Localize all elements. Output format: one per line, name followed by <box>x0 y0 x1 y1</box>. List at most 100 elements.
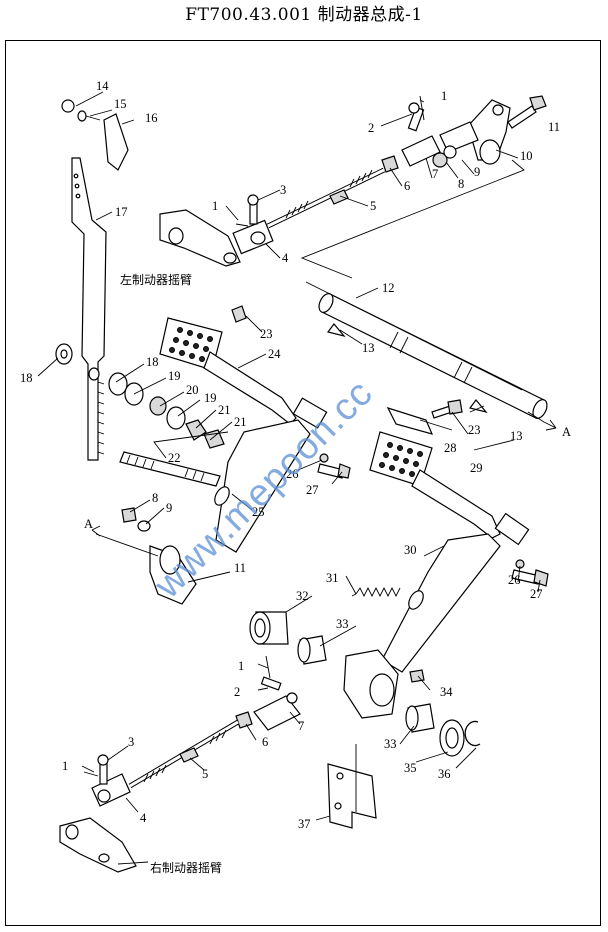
watermark: www.mepoon.cc <box>146 372 381 607</box>
callout-9-a: 9 <box>474 165 480 179</box>
callout-labels: 14 15 16 17 1 2 11 10 9 8 7 6 5 3 1 4 左制… <box>20 79 571 875</box>
clevis-7-bottom <box>253 692 301 731</box>
brake-yoke-10 <box>439 99 511 165</box>
hand-brake-lever-17 <box>71 157 107 461</box>
arrow-a-left <box>91 525 101 537</box>
cross-shaft-12 <box>318 293 548 419</box>
callout-11-b: 11 <box>234 561 246 575</box>
nut-8-washer-9-left <box>121 507 151 532</box>
leader-lines <box>37 91 545 865</box>
callout-8-b: 8 <box>152 491 158 505</box>
callout-7-a: 7 <box>432 167 438 181</box>
callout-19-a: 19 <box>168 369 181 383</box>
arrow-a-right <box>543 419 557 431</box>
clevis-7-top <box>401 135 441 167</box>
pin-3-bottom <box>83 754 109 785</box>
callout-21-b: 21 <box>234 415 247 429</box>
callout-33-b: 33 <box>384 737 397 751</box>
callout-36: 36 <box>438 767 451 781</box>
callout-26-a: 26 <box>286 467 299 481</box>
callout-23-a: 23 <box>260 327 273 341</box>
nut-8-washer-9-top <box>432 145 457 168</box>
clevis-pin-2-top <box>407 102 425 132</box>
nut-6-bottom <box>235 711 253 729</box>
brake-pedal-29 <box>369 431 530 546</box>
return-spring-31 <box>351 586 401 598</box>
callout-24: 24 <box>268 347 281 361</box>
callout-33-a: 33 <box>336 617 349 631</box>
right-brake-arm <box>59 817 137 873</box>
diagram-frame <box>5 40 601 926</box>
callout-23-b: 23 <box>468 423 481 437</box>
washer-18-left <box>55 343 73 365</box>
callout-32: 32 <box>296 589 309 603</box>
bolt-23-upper <box>231 305 247 323</box>
callout-19-b: 19 <box>204 391 217 405</box>
screw-14-15 <box>61 99 101 122</box>
callout-5-a: 5 <box>370 199 376 213</box>
callout-3-a: 3 <box>280 183 286 197</box>
bolt-23-right <box>431 399 463 419</box>
bolt-11-top <box>507 95 547 129</box>
handle-grip-16 <box>103 113 129 171</box>
callout-1-a: 1 <box>441 89 447 103</box>
snap-ring-36 <box>464 720 481 747</box>
callout-17: 17 <box>115 205 128 219</box>
page-title: FT700.43.001 制动器总成-1 <box>185 5 423 25</box>
callout-18-b: 18 <box>146 355 159 369</box>
callout-3-d: 3 <box>128 735 134 749</box>
callout-12: 12 <box>382 281 395 295</box>
rod-5-bottom <box>128 719 240 789</box>
washer-stack <box>108 372 225 449</box>
callout-31: 31 <box>326 571 339 585</box>
callout-22: 22 <box>168 451 181 465</box>
callout-1-c: 1 <box>238 659 244 673</box>
right-brake-arm-label: 右制动器摇臂 <box>150 860 222 875</box>
callout-16: 16 <box>145 111 158 125</box>
callout-2-a: 2 <box>368 121 374 135</box>
callout-21-a: 21 <box>218 403 231 417</box>
callout-8-a: 8 <box>458 177 464 191</box>
callout-1-b: 1 <box>212 199 218 213</box>
callout-5-d: 5 <box>202 767 208 781</box>
callout-2-c: 2 <box>234 685 240 699</box>
callout-4-d: 4 <box>140 811 147 825</box>
left-brake-arm <box>159 209 274 267</box>
callout-25: 25 <box>252 505 265 519</box>
callout-30: 30 <box>404 543 417 557</box>
callout-27-b: 27 <box>530 587 543 601</box>
pin-2-bottom <box>260 676 282 691</box>
bushing-33-upper <box>297 635 327 665</box>
callout-15: 15 <box>114 97 127 111</box>
callout-26-b: 26 <box>508 573 521 587</box>
callout-7-c: 7 <box>298 719 304 733</box>
callout-a-left: A <box>84 517 93 531</box>
callout-35: 35 <box>404 761 417 775</box>
bolt-27-upper <box>317 453 351 479</box>
callout-18-a: 18 <box>20 371 33 385</box>
pedal-arm-30 <box>343 533 501 719</box>
bushing-33-lower <box>405 703 435 733</box>
stud-22 <box>119 451 221 487</box>
callout-10: 10 <box>520 149 533 163</box>
rod-5-top <box>266 167 386 229</box>
callout-a-right: A <box>562 425 571 439</box>
callout-11-a: 11 <box>548 120 560 134</box>
lever-28 <box>386 407 434 435</box>
callout-6-c: 6 <box>262 735 268 749</box>
left-brake-arm-label: 左制动器摇臂 <box>120 272 192 287</box>
callout-34: 34 <box>440 685 453 699</box>
callout-29: 29 <box>470 461 483 475</box>
clevis-4-bottom <box>91 773 131 807</box>
callout-13-b: 13 <box>510 429 523 443</box>
pedal-bracket-25 <box>149 419 311 605</box>
bushing-32 <box>249 611 289 645</box>
callout-6-a: 6 <box>404 179 410 193</box>
callout-1-d: 1 <box>62 759 68 773</box>
callout-20: 20 <box>186 383 199 397</box>
callout-13-a: 13 <box>362 341 375 355</box>
callout-37: 37 <box>298 817 311 831</box>
callout-28: 28 <box>444 441 457 455</box>
callout-27-a: 27 <box>306 483 319 497</box>
